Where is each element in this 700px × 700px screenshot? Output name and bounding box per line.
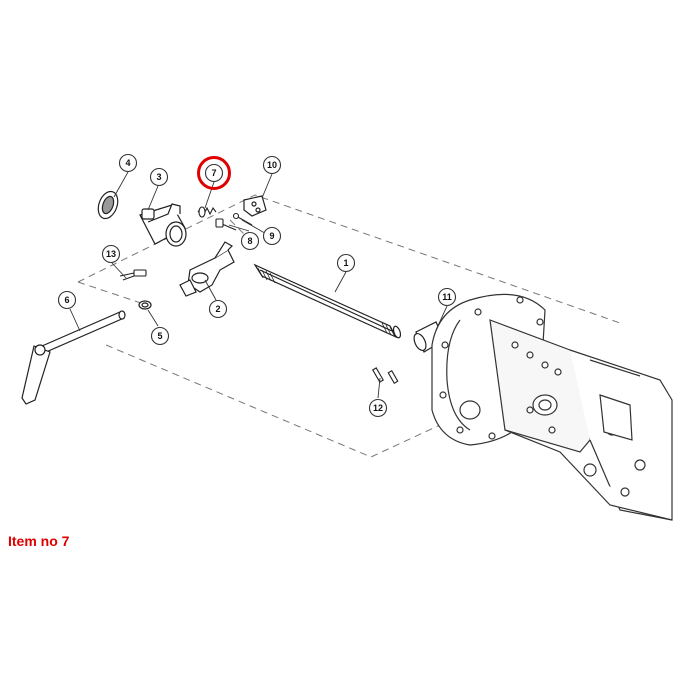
dashed-outline bbox=[77, 194, 621, 458]
part-1-shaft bbox=[253, 263, 402, 339]
item-caption: Item no 7 bbox=[8, 533, 70, 549]
callout-number: 8 bbox=[247, 236, 252, 246]
part-13-screw bbox=[119, 269, 147, 281]
part-8-bolt bbox=[215, 218, 237, 231]
callout-number: 5 bbox=[157, 331, 162, 341]
transmission-housing bbox=[431, 293, 673, 521]
callout-12: 12 bbox=[368, 398, 388, 418]
callout-number: 9 bbox=[269, 231, 274, 241]
callout-8: 8 bbox=[240, 231, 260, 251]
part-3-housing bbox=[139, 203, 187, 247]
callout-2: 2 bbox=[208, 299, 228, 319]
callout-number: 6 bbox=[64, 295, 69, 305]
callout-number: 7 bbox=[211, 168, 216, 178]
part-9-pin bbox=[232, 212, 253, 226]
callout-13: 13 bbox=[101, 244, 121, 264]
callout-number: 12 bbox=[373, 403, 383, 413]
callout-number: 13 bbox=[106, 249, 116, 259]
part-6-lever bbox=[21, 310, 126, 405]
part-5-washer bbox=[138, 300, 152, 310]
leader-lines bbox=[69, 171, 448, 399]
part-12-roll-pins bbox=[372, 367, 399, 384]
callout-1: 1 bbox=[336, 253, 356, 273]
callout-3: 3 bbox=[149, 167, 169, 187]
callout-6: 6 bbox=[57, 290, 77, 310]
callout-number: 4 bbox=[125, 158, 130, 168]
callout-number: 1 bbox=[343, 258, 348, 268]
callout-number: 2 bbox=[215, 304, 220, 314]
part-10-bracket bbox=[243, 195, 267, 217]
callout-number: 3 bbox=[156, 172, 161, 182]
part-7-spring bbox=[197, 206, 217, 218]
highlight-ring bbox=[197, 156, 231, 190]
callout-7-highlighted: 7 bbox=[197, 156, 231, 190]
callout-10: 10 bbox=[262, 155, 282, 175]
callout-11: 11 bbox=[437, 287, 457, 307]
part-2-shift-fork bbox=[179, 241, 235, 297]
callout-number: 10 bbox=[267, 160, 277, 170]
part-4-seal bbox=[97, 190, 119, 220]
callout-9: 9 bbox=[262, 226, 282, 246]
callout-4: 4 bbox=[118, 153, 138, 173]
callout-number: 11 bbox=[442, 292, 452, 302]
callout-5: 5 bbox=[150, 326, 170, 346]
